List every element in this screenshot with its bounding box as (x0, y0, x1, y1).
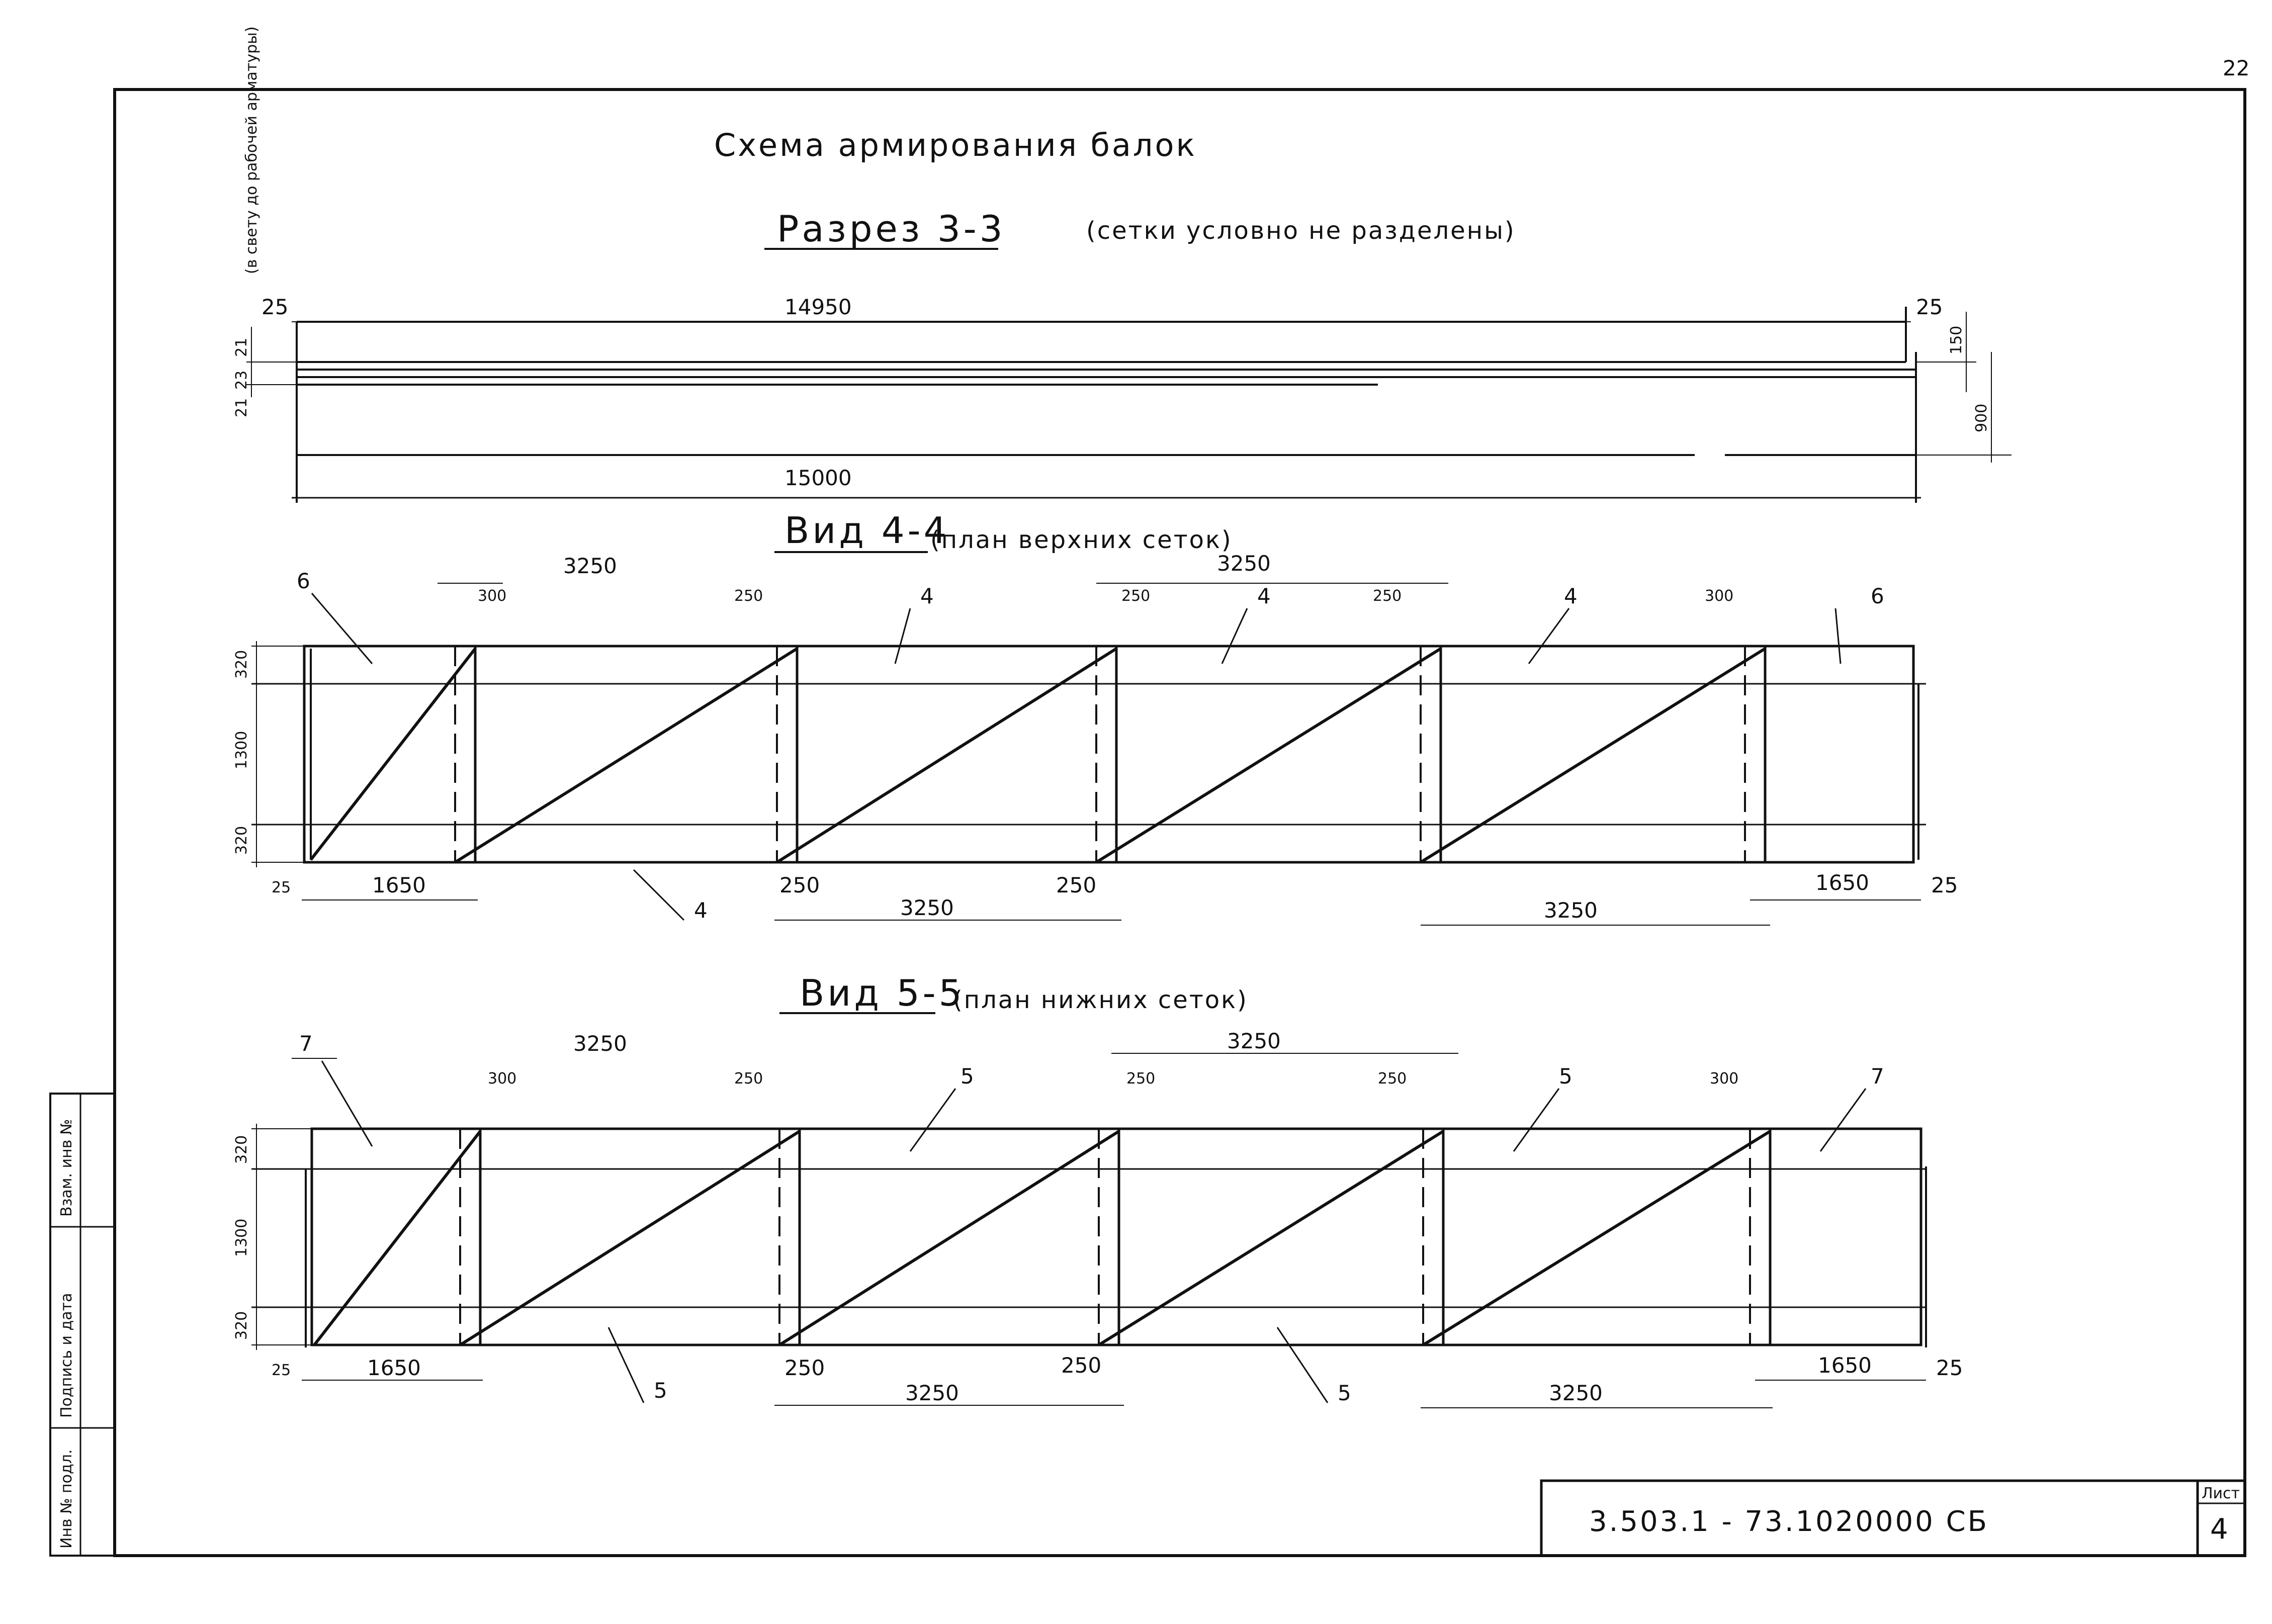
view-4-4-bottom-mid-lap-1: 250 (779, 873, 820, 897)
title-block (1540, 1479, 2246, 1557)
section-dim-top-depth: 150 (1948, 326, 1965, 354)
sheet-frame (113, 88, 2246, 1557)
side-note: (в свету до рабочей арматуры) (243, 26, 260, 274)
view-4-4-bottom-left-length: 1650 (372, 873, 426, 897)
view-5-5-bottom-mid-lap-2: 250 (1061, 1353, 1101, 1378)
side-stamp-label-2: Подпись и дата (58, 1293, 75, 1418)
view-5-5-width-bottom: 320 (233, 1311, 250, 1340)
view-4-4-bottom-left-end: 25 (272, 879, 291, 896)
view-4-4-span-1: 3250 (563, 554, 617, 578)
stamp-sheet-label: Лист (2202, 1485, 2240, 1502)
section-dim-layer-1: 21 (233, 338, 250, 357)
view-5-5-mark-6: 7 (1871, 1064, 1884, 1089)
stamp-doc: 020000 СБ (1815, 1505, 1989, 1538)
view-4-4-mark-6: 6 (1871, 584, 1884, 608)
view-5-5-label: Вид 5-5 (800, 972, 965, 1014)
view-4-4-width-top: 320 (233, 650, 250, 679)
view-4-4-lap-3: 250 (1121, 587, 1150, 605)
view-4-4-mark-2: 4 (920, 584, 934, 608)
section-3-3-label: Разрез 3-3 (777, 208, 1006, 250)
view-5-5-bottom-mid-lap-1: 250 (784, 1356, 825, 1380)
view-5-5-span-1: 3250 (573, 1031, 627, 1056)
view-4-4-bottom-right-length: 1650 (1815, 870, 1869, 895)
side-stamp-label-3: Взам. инв № (58, 1119, 75, 1217)
view-4-4-note: (план верхних сеток) (930, 526, 1233, 554)
view-5-5-plan (251, 1053, 1927, 1408)
view-4-4-mark-3: 4 (1257, 584, 1271, 608)
view-5-5-mark-5: 5 (1338, 1381, 1351, 1405)
view-4-4-mark-1: 6 (297, 569, 310, 593)
section-dim-inner: 14950 (784, 295, 852, 319)
section-3-3-drawing (246, 307, 2012, 503)
view-5-5-bottom-left-length: 1650 (367, 1356, 421, 1380)
view-4-4-lap-4: 250 (1373, 587, 1402, 605)
view-5-5-lap-3: 250 (1126, 1070, 1155, 1088)
stamp-code: 3.503.1 - 73.1 (1589, 1505, 1815, 1538)
view-5-5-width-mid: 1300 (233, 1219, 250, 1257)
section-dim-end-left: 25 (261, 295, 288, 319)
view-4-4-plan (251, 583, 1926, 926)
view-5-5-bottom-right-length: 1650 (1818, 1353, 1872, 1378)
side-stamp-label-1: Инв № подл. (58, 1450, 75, 1549)
view-4-4-bottom-mid-lap-2: 250 (1056, 873, 1096, 897)
view-5-5-span-2: 3250 (1227, 1029, 1281, 1053)
section-dim-total: 15000 (784, 466, 852, 490)
view-5-5-mark-3: 5 (654, 1378, 667, 1403)
page-number: 22 (2223, 56, 2249, 80)
drawing-title: Схема армирования балок (714, 127, 1197, 163)
view-4-4-bottom-right-span: 3250 (1544, 898, 1598, 923)
view-5-5-bottom-right-span: 3250 (1549, 1381, 1603, 1405)
view-4-4-mark-5: 4 (694, 898, 708, 923)
view-5-5-mark-2: 5 (960, 1064, 974, 1089)
stamp-sheet-number: 4 (2210, 1513, 2230, 1546)
view-5-5-bottom-left-end: 25 (272, 1362, 291, 1379)
view-5-5-mark-4: 5 (1559, 1064, 1572, 1089)
view-5-5-width-top: 320 (233, 1135, 250, 1164)
view-5-5-bottom-right-end: 25 (1936, 1356, 1963, 1380)
section-dim-layer-2: 23 (233, 371, 250, 390)
view-4-4-span-2: 3250 (1217, 551, 1271, 576)
view-5-5-mark-1: 7 (299, 1031, 313, 1056)
view-4-4-lap-2: 250 (734, 587, 763, 605)
view-4-4-width-bottom: 320 (233, 826, 250, 855)
side-stamp: Инв № подл. Подпись и дата Взам. инв № (49, 1093, 116, 1557)
view-4-4-lap-1: 300 (478, 587, 506, 605)
view-5-5-bottom-mid-span: 3250 (905, 1381, 959, 1405)
view-4-4-lap-5: 300 (1705, 587, 1733, 605)
view-5-5-lap-4: 250 (1378, 1070, 1407, 1088)
view-4-4-width-mid: 1300 (233, 731, 250, 769)
view-5-5-lap-1: 300 (488, 1070, 516, 1088)
view-5-5-lap-5: 300 (1710, 1070, 1738, 1088)
view-4-4-bottom-right-end: 25 (1931, 873, 1958, 897)
view-5-5-lap-2: 250 (734, 1070, 763, 1088)
section-dim-layer-3: 21 (233, 398, 250, 417)
view-5-5-note: (план нижних сеток) (953, 986, 1248, 1014)
view-4-4-bottom-mid-span: 3250 (900, 895, 954, 920)
section-dim-end-right: 25 (1916, 295, 1943, 319)
view-4-4-label: Вид 4-4 (784, 509, 949, 552)
view-4-4-mark-4: 4 (1564, 584, 1578, 608)
section-3-3-note: (сетки условно не разделены) (1086, 217, 1516, 245)
section-dim-height: 900 (1973, 404, 1990, 432)
